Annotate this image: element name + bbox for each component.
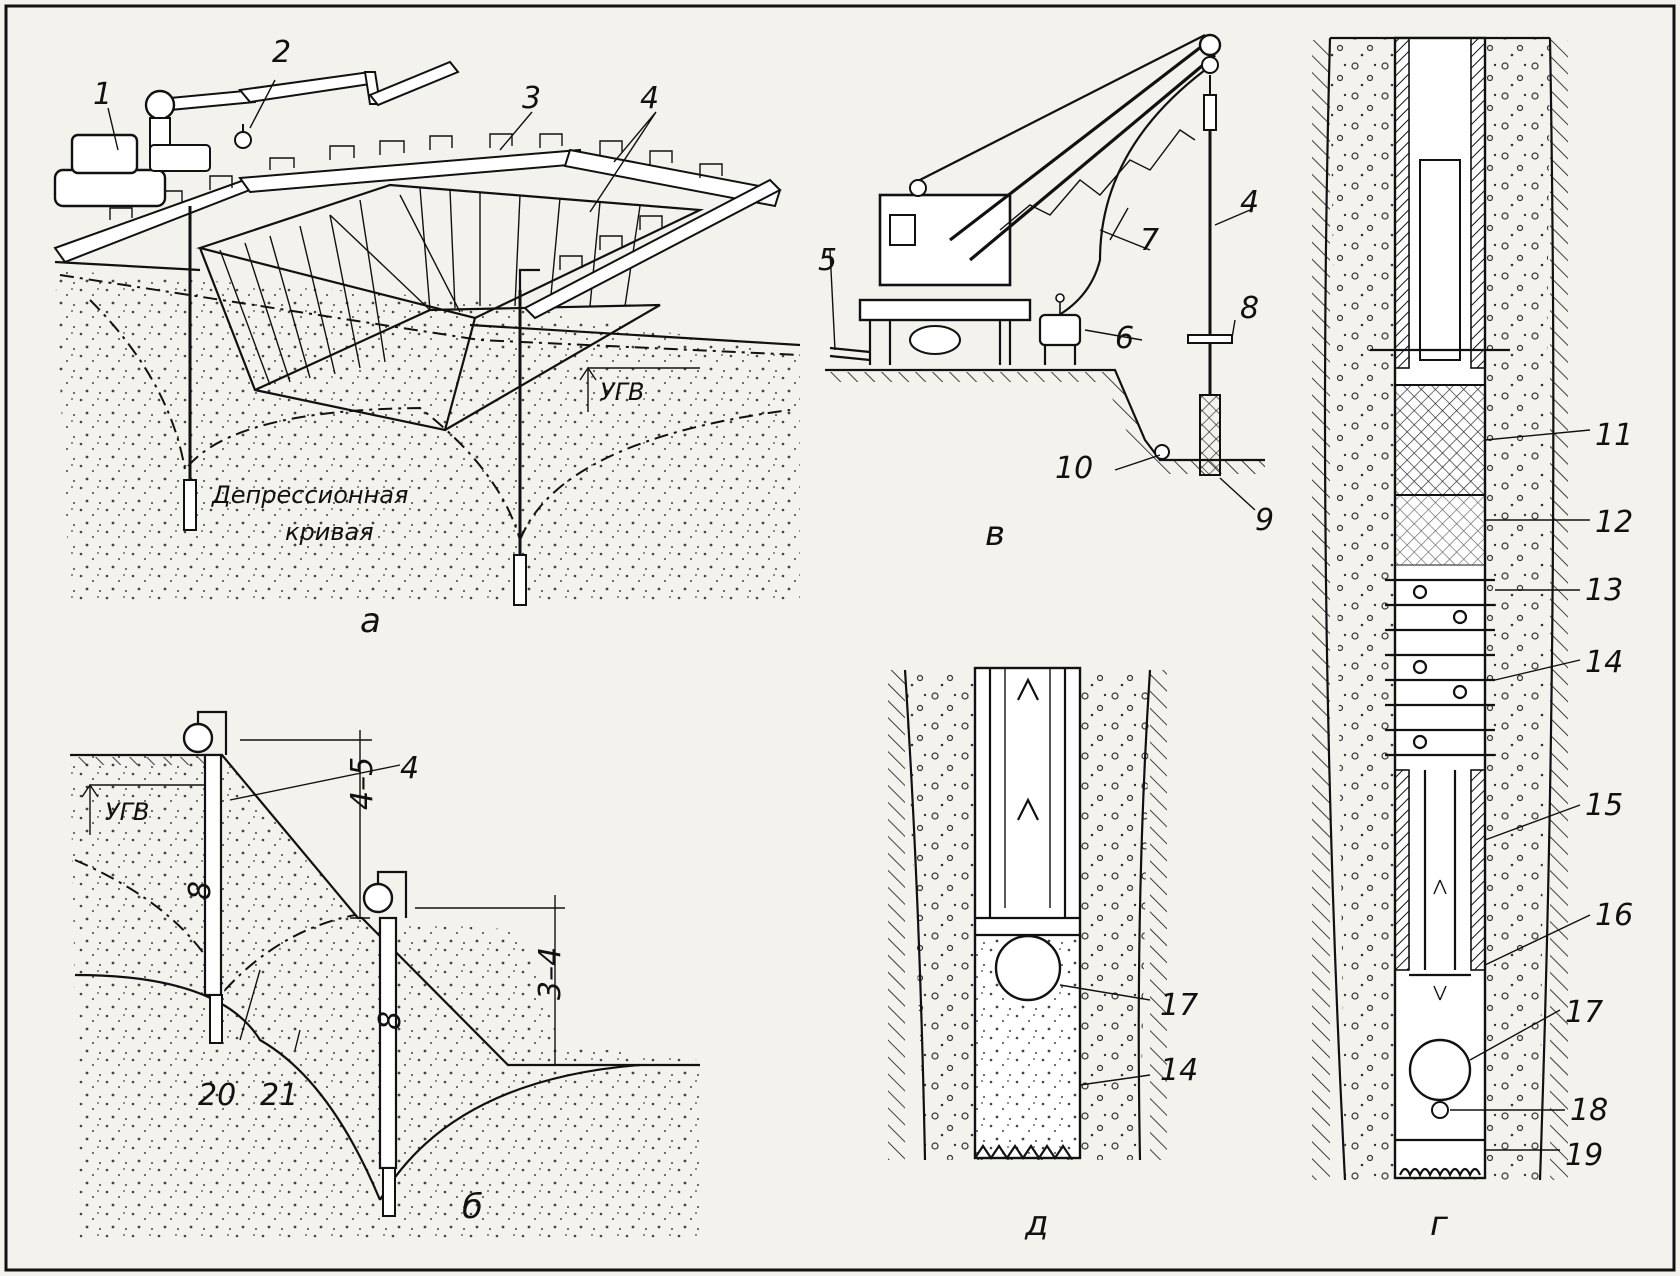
callout-12: 12: [1595, 505, 1633, 540]
pump-unit: [53, 89, 211, 208]
wellpoint-lower: [362, 870, 408, 1217]
callout-4-b: 4: [400, 751, 419, 786]
callout-13: 13: [1585, 573, 1623, 608]
callout-18: 18: [1570, 1093, 1608, 1128]
callout-15: 15: [1585, 788, 1623, 823]
wellpoint-left: [183, 206, 197, 531]
callout-4-crane: 4: [1240, 185, 1259, 220]
callout-17-d: 17: [1160, 988, 1198, 1023]
water-table-marker-a: УГВ: [579, 366, 700, 412]
callout-1: 1: [93, 77, 112, 112]
depression-curve-21: [74, 973, 382, 1201]
callout-20: 20: [198, 1078, 236, 1113]
depression-curve-label-2: кривая: [285, 518, 374, 546]
panel-b-two-tier-section: 4–5 3–4 8 8 УГВ 4 20 21 б: [70, 710, 700, 1240]
callout-14-g: 14: [1585, 645, 1623, 680]
depression-curve-20: [74, 859, 356, 992]
wellpoint-right: [513, 268, 540, 606]
callout-4: 4: [640, 81, 659, 116]
panel-d-wellpoint-tip: 17 14 д: [888, 666, 1198, 1244]
panel-caption-b: б: [462, 1187, 483, 1227]
callout-2: 2: [272, 35, 291, 70]
crane: [858, 33, 1222, 365]
panel-caption-v: в: [985, 514, 1005, 554]
callout-6: 6: [1115, 321, 1134, 356]
dimension-lower: 3–4: [533, 947, 568, 1000]
water-table-marker-b: УГВ: [81, 783, 205, 835]
filter-spiral: [1385, 578, 1495, 757]
suspended-wellpoint: [1154, 75, 1233, 476]
callout-14-d: 14: [1160, 1053, 1198, 1088]
svg-text:УГВ: УГВ: [105, 798, 149, 826]
depression-curve: [89, 299, 521, 541]
panel-g-wellpoint-detail: 11 12 13 14 15 16 17 18 19 г: [1312, 36, 1633, 1244]
callout-11: 11: [1595, 418, 1633, 453]
hose: [1049, 69, 1206, 321]
callout-16: 16: [1595, 898, 1633, 933]
riser-swing-joints: [109, 133, 723, 270]
callout-3: 3: [522, 81, 541, 116]
figure-border: [4, 4, 1676, 1272]
panel-caption-g: г: [1430, 1204, 1449, 1244]
callout-19: 19: [1565, 1138, 1603, 1173]
panel-caption-d: д: [1024, 1204, 1049, 1244]
callout-21: 21: [260, 1078, 298, 1113]
valve-icon: [234, 124, 252, 149]
svg-text:УГВ: УГВ: [600, 378, 644, 406]
panel-caption-a: а: [360, 601, 381, 641]
dimension-upper: 4–5: [345, 757, 380, 810]
callout-7: 7: [1140, 223, 1159, 258]
depression-curve-label: Депрессионная: [211, 481, 408, 509]
callout-9: 9: [1255, 503, 1274, 538]
pump-6: [1038, 293, 1082, 365]
panel-a-wellpoint-system: 1 2 3 4 УГВ Депрессионная кривая а: [53, 35, 801, 641]
collector-pipe: [53, 60, 782, 320]
callout-10: 10: [1055, 451, 1093, 486]
callout-17-g: 17: [1565, 995, 1603, 1030]
callout-5: 5: [818, 243, 837, 278]
wellpoint-upper: [182, 710, 228, 1044]
panel-v-crane-installation: 5 4 7 8 6 10 9 в: [818, 33, 1274, 554]
depth-lower: 8: [373, 1011, 408, 1030]
depth-upper: 8: [183, 881, 218, 900]
callout-8: 8: [1240, 291, 1259, 326]
ball-valve: [994, 934, 1062, 1002]
